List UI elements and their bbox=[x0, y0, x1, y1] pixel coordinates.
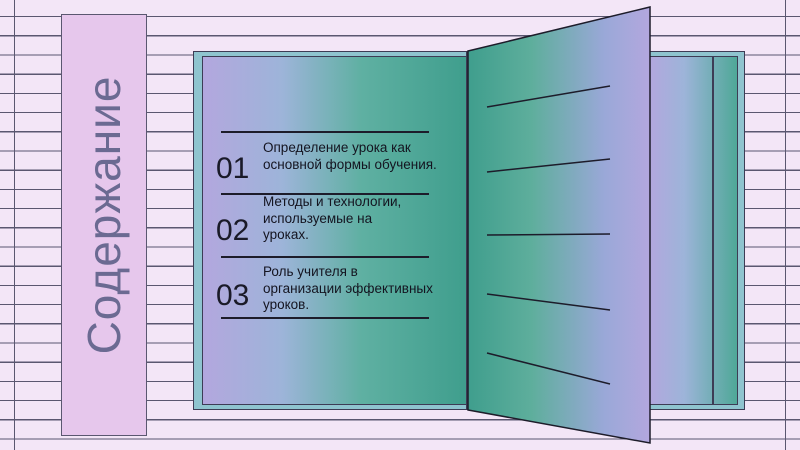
turning-page bbox=[467, 6, 651, 444]
divider-line bbox=[221, 256, 429, 258]
item-text-03: Роль учителя в организации эффективных у… bbox=[263, 264, 433, 312]
item-number-03: 03 bbox=[216, 279, 250, 312]
turning-page-line bbox=[486, 352, 611, 385]
divider-line bbox=[221, 193, 429, 195]
divider-line bbox=[221, 317, 429, 319]
item-number-01: 01 bbox=[216, 152, 250, 185]
turning-page-line bbox=[486, 293, 611, 311]
turning-page-line bbox=[486, 233, 611, 236]
turning-page-line bbox=[486, 85, 611, 108]
turning-page-line bbox=[486, 158, 611, 173]
item-number-02: 02 bbox=[216, 214, 250, 247]
item-text-01: Определение урока как основной формы обу… bbox=[263, 140, 437, 172]
background-frame-line-right bbox=[785, 0, 787, 450]
book-left-page bbox=[202, 56, 468, 405]
background-frame-line-left bbox=[14, 0, 16, 450]
title-band bbox=[61, 14, 147, 436]
divider-line bbox=[221, 131, 429, 133]
book-right-page-edge bbox=[712, 56, 714, 405]
item-text-02: Методы и технологии, используемые на уро… bbox=[263, 194, 402, 242]
